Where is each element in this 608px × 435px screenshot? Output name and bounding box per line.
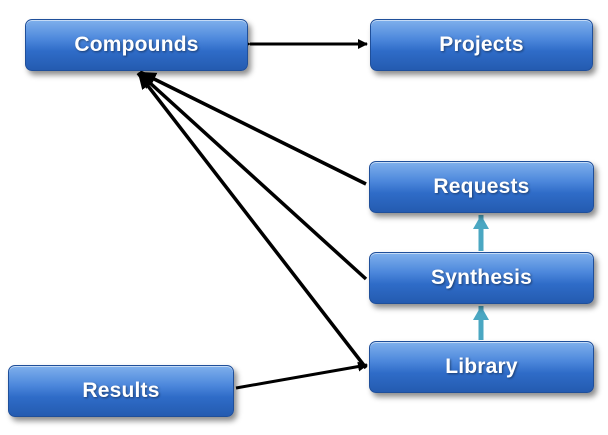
node-requests-label: Requests	[433, 175, 530, 198]
node-projects-label: Projects	[439, 33, 524, 56]
edge-synthesis-compounds	[137, 71, 368, 281]
node-requests[interactable]: Requests	[369, 161, 594, 213]
node-projects[interactable]: Projects	[370, 19, 593, 71]
edge-results-library	[235, 361, 368, 390]
node-compounds-label: Compounds	[74, 33, 199, 56]
node-compounds[interactable]: Compounds	[25, 19, 248, 71]
node-synthesis[interactable]: Synthesis	[369, 252, 594, 304]
node-library[interactable]: Library	[369, 341, 594, 393]
edge-requests-compounds	[139, 70, 367, 186]
node-results-label: Results	[82, 379, 160, 402]
edge-library-compounds	[136, 71, 368, 370]
node-results[interactable]: Results	[8, 365, 234, 417]
node-synthesis-label: Synthesis	[430, 266, 532, 289]
node-library-label: Library	[445, 355, 518, 378]
